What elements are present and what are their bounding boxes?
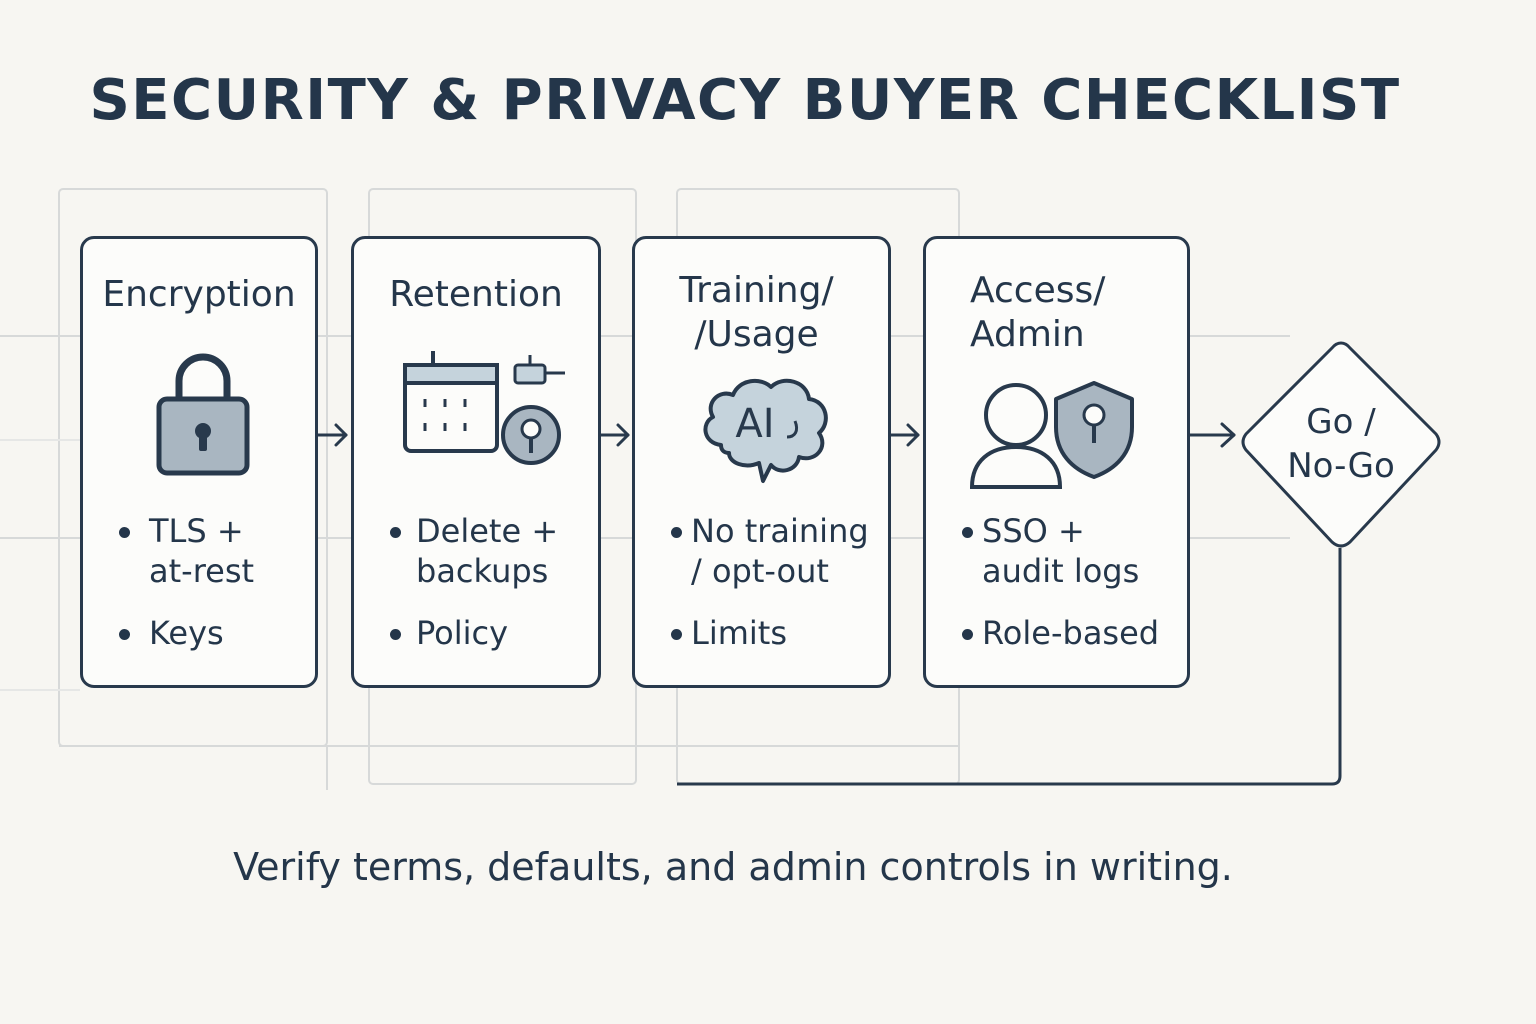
- footer-note: Verify terms, defaults, and admin contro…: [233, 845, 1233, 889]
- step-title-line: Training/: [679, 270, 834, 311]
- bullet-line: SSO +: [982, 512, 1085, 550]
- bullet-item: No training / opt-out: [635, 511, 888, 591]
- step-title-line: Admin: [970, 314, 1085, 355]
- bullet-line: No training: [691, 512, 869, 550]
- bullet-list: No training / opt-out Limits: [635, 511, 888, 675]
- bullet-item: Policy: [354, 613, 598, 653]
- bullet-item: Delete + backups: [354, 511, 598, 591]
- step-title-line: Encryption: [102, 274, 296, 315]
- bullet-list: TLS + at-rest Keys: [83, 511, 315, 675]
- decision-diamond-shape: [1241, 341, 1441, 548]
- go-no-go-decision: Go / No-Go: [1238, 340, 1444, 550]
- bullet-line: Limits: [691, 614, 787, 652]
- bullet-item: SSO + audit logs: [926, 511, 1187, 591]
- bullet-line: Role-based: [982, 614, 1160, 652]
- arrow-right-icon: [316, 423, 348, 447]
- step-card-retention: Retention Delete + backups Policy: [351, 236, 601, 688]
- bullet-line: Policy: [416, 614, 509, 652]
- bullet-line: Delete +: [416, 512, 559, 550]
- bullet-line: at-rest: [149, 552, 255, 590]
- step-title-line: /Usage: [694, 314, 819, 355]
- ai-brain-icon: AI: [703, 378, 828, 483]
- decision-label-line: Go /: [1306, 402, 1376, 442]
- arrow-right-icon: [1188, 422, 1236, 448]
- arrow-right-icon: [889, 423, 920, 447]
- bullet-item: Keys: [83, 613, 315, 653]
- bullet-line: audit logs: [982, 552, 1140, 590]
- bullet-line: / opt-out: [691, 552, 829, 590]
- bullet-list: Delete + backups Policy: [354, 511, 598, 675]
- bullet-item: Role-based: [926, 613, 1187, 653]
- bullet-item: Limits: [635, 613, 888, 653]
- step-title-line: Retention: [389, 274, 563, 315]
- calendar-with-key-icon: [403, 351, 565, 465]
- padlock-icon: [156, 353, 250, 476]
- step-card-access-admin: Access/ Admin SSO + audit logs Role-base…: [923, 236, 1190, 688]
- decision-label: Go / No-Go: [1238, 400, 1444, 488]
- bullet-item: TLS + at-rest: [83, 511, 315, 591]
- user-and-shield-icon: [969, 381, 1134, 489]
- step-card-encryption: Encryption TLS + at-rest Keys: [80, 236, 318, 688]
- bullet-line: TLS +: [149, 512, 244, 550]
- step-title-line: Access/: [970, 270, 1106, 311]
- bullet-line: backups: [416, 552, 549, 590]
- step-title: Encryption: [83, 273, 315, 317]
- step-title: Retention: [354, 273, 598, 317]
- arrow-right-icon: [599, 423, 630, 447]
- bullet-list: SSO + audit logs Role-based: [926, 511, 1187, 675]
- page-title: SECURITY & PRIVACY BUYER CHECKLIST: [89, 68, 1401, 133]
- bullet-line: Keys: [149, 614, 224, 652]
- step-title: Training/ /Usage: [625, 269, 888, 357]
- step-card-training-usage: Training/ /Usage AI No training / opt-ou…: [632, 236, 891, 688]
- step-title: Access/ Admin: [970, 269, 1187, 357]
- decision-label-line: No-Go: [1287, 446, 1395, 486]
- ai-label: AI: [735, 401, 774, 447]
